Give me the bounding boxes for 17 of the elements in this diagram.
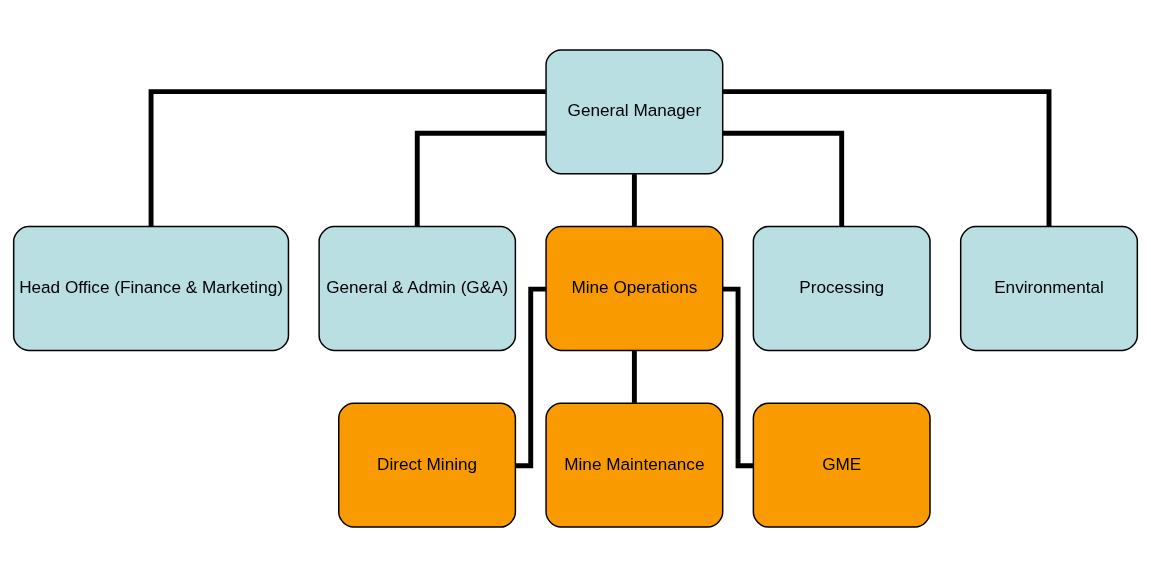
connector — [722, 130, 845, 227]
node-box: Processing — [752, 225, 931, 352]
node-box: Mine Operations — [545, 225, 724, 352]
node-box: GME — [752, 402, 931, 528]
connector — [722, 286, 754, 469]
connector — [414, 130, 546, 227]
node-box: Mine Maintenance — [545, 402, 724, 528]
connector — [515, 286, 546, 469]
node-box: General & Admin (G&A) — [318, 225, 517, 352]
node-box: Head Office (Finance & Marketing) — [12, 225, 290, 352]
connector — [631, 174, 637, 227]
connector — [631, 350, 637, 403]
node-box: Environmental — [959, 225, 1139, 352]
node-box: Direct Mining — [338, 402, 517, 528]
connector — [722, 89, 1052, 227]
node-box: General Manager — [545, 49, 724, 175]
connector — [148, 89, 546, 227]
